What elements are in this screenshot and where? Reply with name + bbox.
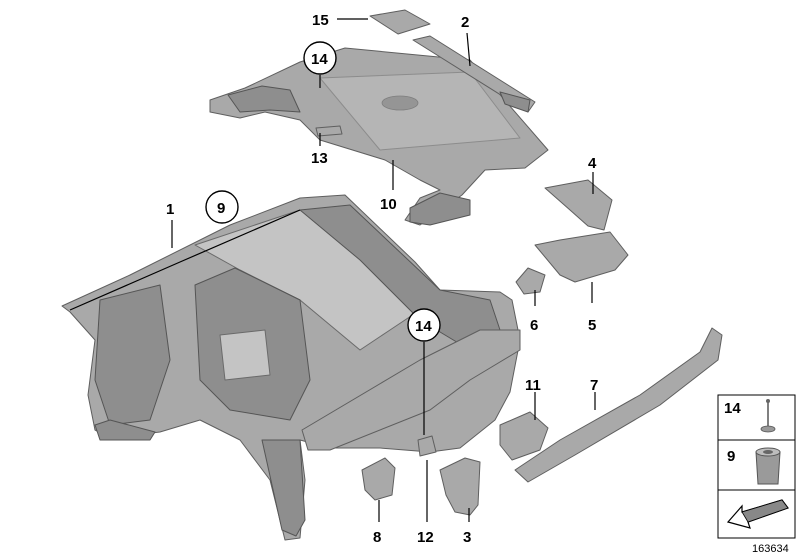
callout-11: 11 [525, 377, 541, 394]
part-small-bracket-13[interactable] [315, 125, 343, 137]
callouts: 15 2 14 13 10 4 1 9 6 5 14 11 7 8 12 3 [166, 12, 598, 546]
callout-13: 13 [311, 150, 328, 167]
part-bracket-4[interactable] [544, 179, 613, 231]
legend-label-14: 14 [724, 400, 741, 417]
callout-12: 12 [417, 529, 434, 546]
part-rear-shelf[interactable] [209, 47, 549, 226]
direction-arrow-icon [726, 499, 789, 529]
part-bracket-11[interactable] [499, 411, 549, 461]
legend-label-9: 9 [727, 448, 735, 465]
legend-cell-14 [717, 394, 796, 441]
callout-1: 1 [166, 201, 174, 218]
callout-7: 7 [590, 377, 598, 394]
part-bracket-8[interactable] [361, 457, 396, 501]
callout-2: 2 [461, 14, 469, 31]
part-sill-strip[interactable] [514, 327, 723, 483]
rivet-icon [760, 399, 776, 433]
part-clip-6[interactable] [515, 267, 546, 295]
callout-14-mid: 14 [415, 318, 432, 335]
callout-14-top: 14 [311, 51, 328, 68]
callout-9: 9 [217, 200, 225, 217]
part-bracket-12[interactable] [417, 435, 437, 457]
part-rear-body-structure[interactable] [61, 194, 521, 541]
part-shelf-rail[interactable] [412, 35, 536, 113]
callout-5: 5 [588, 317, 596, 334]
leader-lines [171, 18, 596, 522]
legend-panel: 14 9 163634 [717, 394, 796, 555]
callout-6: 6 [530, 317, 538, 334]
part-bracket-5[interactable] [534, 231, 629, 283]
callout-ring-14-mid [407, 308, 441, 342]
part-cover-plate[interactable] [369, 9, 431, 35]
callout-8: 8 [373, 529, 381, 546]
callout-3: 3 [463, 529, 471, 546]
callout-10: 10 [380, 196, 397, 213]
callout-15: 15 [312, 12, 329, 29]
callout-4: 4 [588, 155, 597, 172]
grommet-icon [755, 447, 781, 485]
callout-ring-14-top [303, 41, 337, 75]
callout-ring-9 [205, 190, 239, 224]
diagram-reference-number: 163634 [752, 543, 789, 555]
part-pillar-3[interactable] [439, 457, 481, 516]
